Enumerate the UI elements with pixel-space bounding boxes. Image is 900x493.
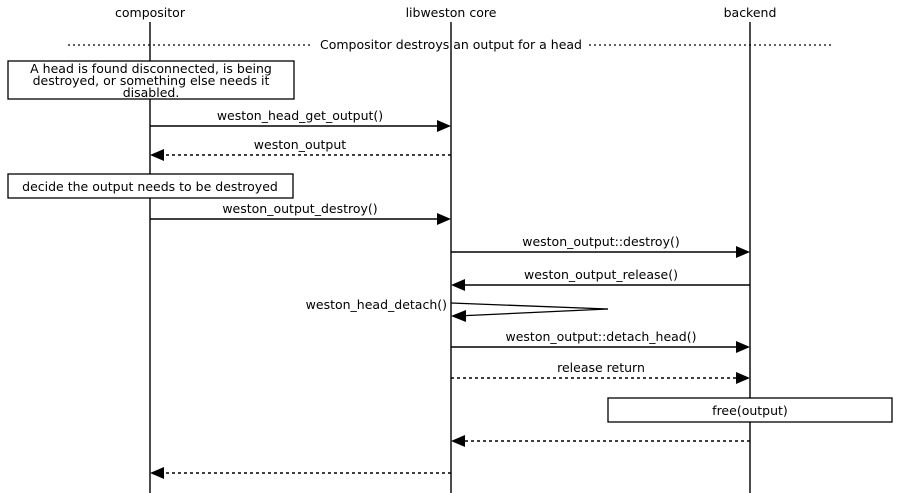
- message-label-weston-output-detach-head: weston_output::detach_head(): [506, 329, 697, 344]
- note-free-output: free(output): [607, 397, 893, 423]
- message-weston-output-detach-head: weston_output::detach_head(): [451, 329, 750, 353]
- message-label-release-return: release return: [557, 360, 645, 375]
- message-weston-head-detach: weston_head_detach(): [306, 297, 609, 322]
- note-head-disconnected-line-1: A head is found disconnected, is being: [30, 61, 272, 76]
- message-label-weston-output-destroy: weston_output_destroy(): [222, 201, 377, 216]
- note-free-output-box: [607, 397, 893, 423]
- actor-label-compositor: compositor: [115, 5, 186, 20]
- message-selfcall-path-return-weston-head-detach: [456, 308, 609, 317]
- message-selfcall-path-weston-head-detach: [450, 302, 609, 310]
- divider-separator: Compositor destroys an output for a head: [68, 37, 832, 52]
- arrowhead-weston-output-return: [150, 149, 164, 161]
- note-free-output-line-1: free(output): [712, 403, 788, 418]
- message-label-weston-output-release: weston_output_release(): [524, 267, 678, 282]
- arrowhead-core-return: [150, 467, 164, 479]
- note-head-disconnected-line-3: disabled.: [123, 85, 180, 100]
- message-weston-output-return: weston_output: [150, 137, 451, 161]
- message-backend-return: [451, 435, 750, 447]
- message-label-weston-output-return: weston_output: [254, 137, 346, 152]
- message-weston-output-release: weston_output_release(): [451, 267, 750, 291]
- arrowhead-backend-return: [451, 435, 465, 447]
- arrowhead-weston-output-detach-head: [736, 341, 750, 353]
- actors-group: compositor libweston core backend: [115, 5, 776, 20]
- arrowhead-release-return: [736, 372, 750, 384]
- divider-label: Compositor destroys an output for a head: [320, 37, 582, 52]
- arrowhead-weston-head-detach: [451, 310, 466, 322]
- note-head-disconnected: A head is found disconnected, is being d…: [7, 60, 295, 100]
- arrowhead-weston-head-get-output: [437, 120, 451, 132]
- arrowhead-weston-output-destroy: [437, 213, 451, 225]
- arrowhead-weston-output-release: [451, 279, 465, 291]
- message-label-weston-output-destroy-vfunc: weston_output::destroy(): [522, 234, 680, 249]
- message-weston-head-get-output: weston_head_get_output(): [150, 108, 451, 132]
- message-weston-output-destroy: weston_output_destroy(): [150, 201, 451, 225]
- actor-label-libweston-core: libweston core: [406, 5, 497, 20]
- arrowhead-weston-output-destroy-vfunc: [736, 246, 750, 258]
- note-decide-destroy-line-1: decide the output needs to be destroyed: [22, 179, 278, 194]
- note-head-disconnected-box: [7, 60, 295, 100]
- actor-label-backend: backend: [724, 5, 777, 20]
- message-core-return: [150, 467, 451, 479]
- message-weston-output-destroy-vfunc: weston_output::destroy(): [451, 234, 750, 258]
- message-label-weston-head-get-output: weston_head_get_output(): [217, 108, 383, 123]
- message-release-return: release return: [451, 360, 750, 384]
- note-decide-destroy: decide the output needs to be destroyed: [7, 173, 294, 199]
- note-decide-destroy-box: [7, 173, 294, 199]
- message-label-weston-head-detach: weston_head_detach(): [306, 297, 447, 312]
- note-head-disconnected-line-2: destroyed, or something else needs it: [33, 73, 270, 88]
